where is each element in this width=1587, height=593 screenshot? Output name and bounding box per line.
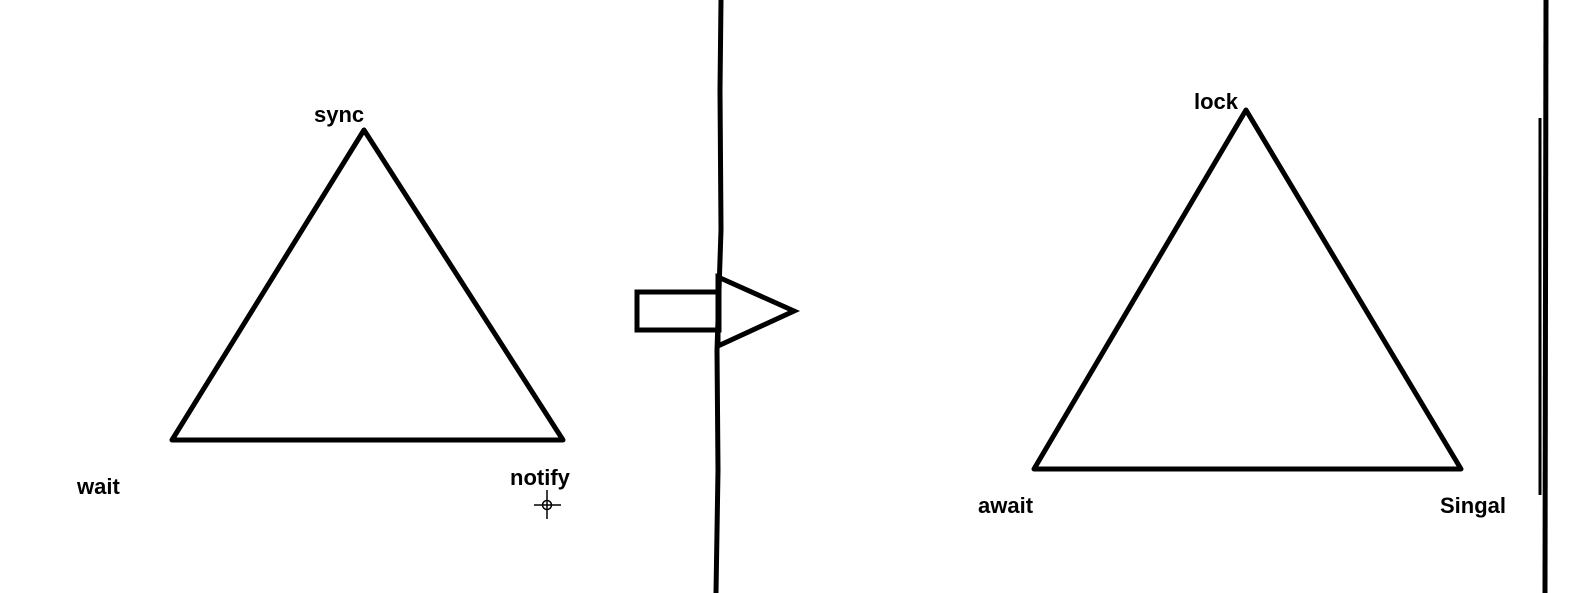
- right-triangle: [1031, 107, 1464, 472]
- right-arrow-icon: [715, 273, 801, 350]
- left-triangle-group: sync wait notify: [76, 102, 571, 499]
- await-label: await: [978, 493, 1034, 518]
- right-edge-border: [1538, 0, 1549, 593]
- right-triangle-group: lock await Singal: [978, 89, 1506, 518]
- transition-arrow: [634, 0, 801, 593]
- right-arrow-icon-shaft: [634, 289, 722, 333]
- lock-label: lock: [1194, 89, 1239, 114]
- signal-label: Singal: [1440, 493, 1506, 518]
- sync-label: sync: [314, 102, 364, 127]
- wait-label: wait: [76, 474, 120, 499]
- left-triangle: [169, 127, 566, 443]
- notify-label: notify: [510, 465, 571, 490]
- crosshair-cursor-icon: [534, 490, 561, 519]
